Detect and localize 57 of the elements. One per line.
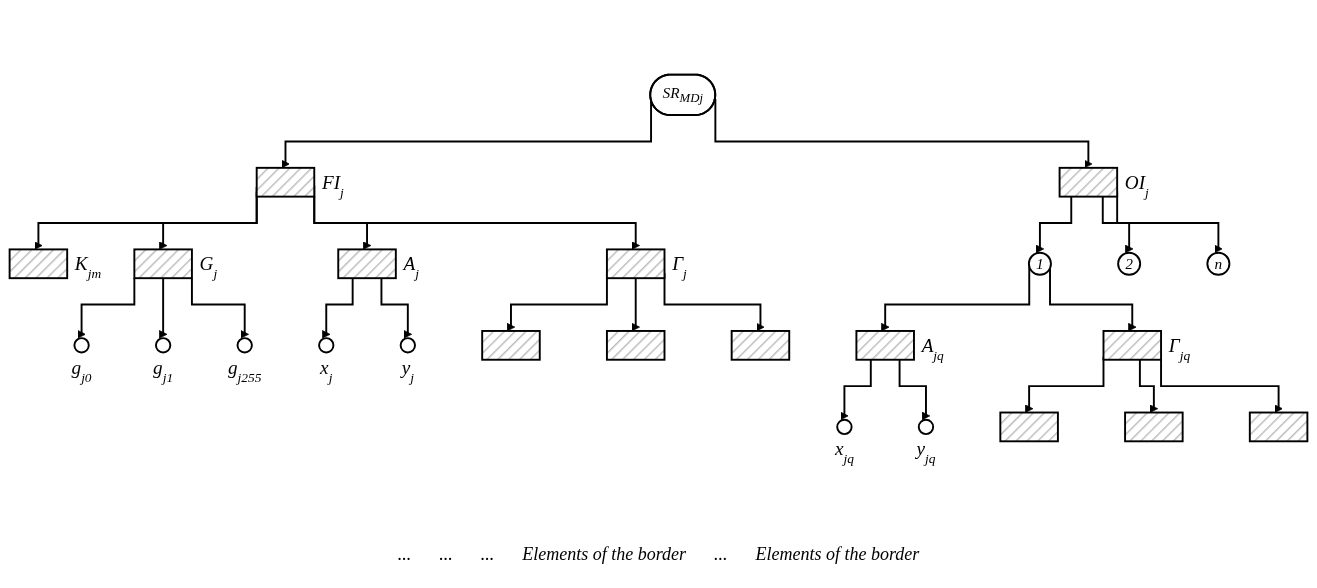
node-box xyxy=(481,329,541,361)
node-circle xyxy=(399,337,416,354)
node-label: Γ$_{jq}$ xyxy=(1168,334,1191,363)
arrow xyxy=(1138,358,1159,413)
node-circle xyxy=(318,337,335,354)
node-box xyxy=(337,248,397,279)
node-label: x$_{j}$ xyxy=(320,356,333,384)
node-box xyxy=(999,411,1059,443)
node-label: Γ$_{j}$ xyxy=(672,253,687,281)
node-box xyxy=(1058,166,1119,198)
arrow xyxy=(158,277,168,339)
node-box xyxy=(1248,411,1309,443)
node-circle xyxy=(917,418,935,435)
node-label: FI$_{j}$ xyxy=(321,171,344,200)
note-text: ... xyxy=(714,544,728,565)
node-box xyxy=(255,166,316,198)
note-text: ... xyxy=(439,544,453,565)
arrow xyxy=(1035,195,1073,253)
note-text: ... xyxy=(480,544,495,565)
node-box xyxy=(1102,329,1162,361)
node-box xyxy=(133,248,193,279)
arrow xyxy=(77,277,136,339)
node-label: A$_{jq}$ xyxy=(921,334,944,363)
node-label: OI$_{j}$ xyxy=(1124,171,1149,200)
arrow xyxy=(898,358,931,420)
node-circle: n xyxy=(1206,251,1231,276)
node-box xyxy=(605,329,666,361)
node-label: y$_{jq}$ xyxy=(916,438,936,466)
arrow xyxy=(1049,267,1137,332)
node-box xyxy=(1124,411,1184,443)
node-box xyxy=(605,248,666,279)
node-box xyxy=(730,329,791,361)
arrow xyxy=(322,277,354,339)
note-text: Elements of the border xyxy=(755,544,920,565)
node-circle xyxy=(155,337,172,354)
node-circle xyxy=(73,337,90,354)
node-label: y$_{j}$ xyxy=(401,356,414,384)
arrow xyxy=(380,277,413,339)
node-label: g$_{j0}$ xyxy=(71,356,92,384)
node-circle xyxy=(236,337,253,354)
node-circle: 1 xyxy=(1027,251,1052,276)
arrow xyxy=(631,277,640,332)
node-box xyxy=(8,248,69,279)
note-text: ... xyxy=(397,544,412,565)
node-label: K$_{jm}$ xyxy=(74,253,102,281)
node-label: A$_{j}$ xyxy=(403,253,419,281)
arrow xyxy=(840,358,872,420)
node-circle: 2 xyxy=(1117,251,1142,276)
node-box xyxy=(855,329,915,361)
note-text: Elements of the border xyxy=(522,544,686,565)
node-label: g$_{j1}$ xyxy=(153,356,174,384)
node-label: G$_{j}$ xyxy=(199,253,218,281)
node-circle xyxy=(836,418,853,435)
node-label: x$_{jq}$ xyxy=(834,438,854,466)
node-label: g$_{j255}$ xyxy=(227,356,262,384)
arrow xyxy=(1101,195,1134,253)
arrow xyxy=(190,277,249,339)
